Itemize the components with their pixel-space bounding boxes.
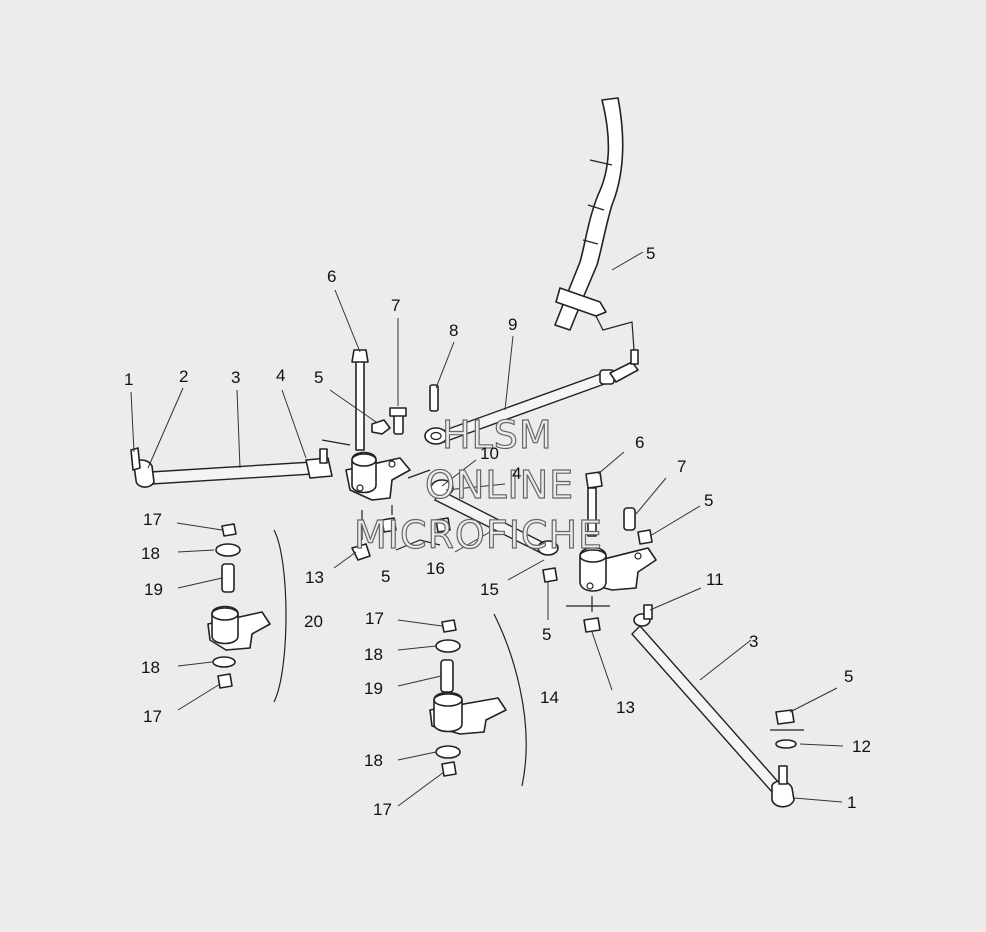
callout-18: 18 <box>364 645 383 664</box>
callout-2: 2 <box>179 367 188 386</box>
callout-17: 17 <box>373 800 392 819</box>
callout-5: 5 <box>844 667 853 686</box>
callout-3: 3 <box>749 632 758 651</box>
callout-13: 13 <box>305 568 324 587</box>
exploded-bracket-14 <box>429 613 527 787</box>
callout-16: 16 <box>426 559 445 578</box>
left-tie-rod <box>130 439 351 488</box>
watermark: HLSM ONLINE MICROFICHE <box>353 412 603 557</box>
callout-5: 5 <box>381 567 390 586</box>
callout-5: 5 <box>646 244 655 263</box>
callout-14: 14 <box>540 688 559 707</box>
callout-6: 6 <box>327 267 336 286</box>
exploded-bracket-20 <box>207 523 287 703</box>
callout-17: 17 <box>143 707 162 726</box>
callouts: 1 2 3 4 5 6 7 8 9 10 4 5 6 7 5 11 3 5 12… <box>124 244 871 819</box>
callout-18: 18 <box>141 544 160 563</box>
callout-7: 7 <box>677 457 686 476</box>
callout-6: 6 <box>635 433 644 452</box>
callout-20: 20 <box>304 612 323 631</box>
callout-18: 18 <box>141 658 160 677</box>
right-bracket-assembly <box>566 471 657 633</box>
callout-5: 5 <box>704 491 713 510</box>
watermark-line-1: HLSM <box>442 413 553 457</box>
callout-12: 12 <box>852 737 871 756</box>
callout-5: 5 <box>542 625 551 644</box>
callout-11: 11 <box>706 570 724 589</box>
callout-5: 5 <box>314 368 323 387</box>
callout-10: 10 <box>480 444 499 463</box>
callout-8: 8 <box>449 321 458 340</box>
callout-4: 4 <box>276 366 285 385</box>
left-bracket-assembly <box>345 349 441 561</box>
callout-19: 19 <box>364 679 383 698</box>
callout-9: 9 <box>508 315 517 334</box>
drag-link-9 <box>424 349 639 445</box>
callout-3: 3 <box>231 368 240 387</box>
leader-lines <box>130 251 844 807</box>
callout-1: 1 <box>847 793 856 812</box>
callout-7: 7 <box>391 296 400 315</box>
callout-15: 15 <box>480 580 499 599</box>
steering-column <box>554 97 635 351</box>
callout-17: 17 <box>143 510 162 529</box>
right-tie-rod <box>631 604 804 808</box>
callout-1: 1 <box>124 370 133 389</box>
callout-13: 13 <box>616 698 635 717</box>
callout-18: 18 <box>364 751 383 770</box>
callout-19: 19 <box>144 580 163 599</box>
watermark-line-3: MICROFICHE <box>354 513 603 557</box>
callout-4: 4 <box>512 464 521 483</box>
watermark-line-2: ONLINE <box>425 463 574 507</box>
callout-17: 17 <box>365 609 384 628</box>
center-rod-16 <box>430 479 559 583</box>
